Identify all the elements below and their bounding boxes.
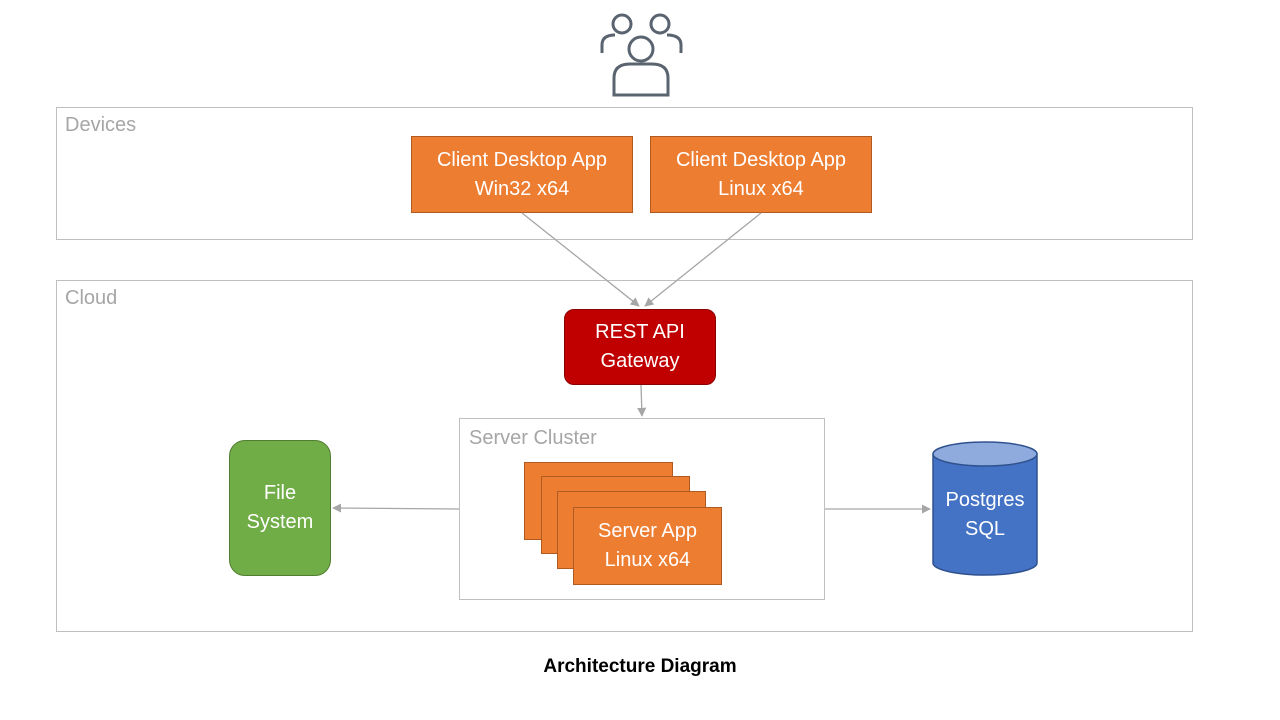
client-linux-label: Client Desktop App Linux x64 (675, 148, 847, 200)
client-win-label: Client Desktop App Win32 x64 (436, 148, 608, 200)
file-system[interactable]: File System (229, 440, 331, 576)
server-cluster-label: Server Cluster (469, 427, 597, 449)
client-desktop-app-linux[interactable]: Client Desktop App Linux x64 (650, 136, 872, 213)
postgres-sql[interactable]: Postgres SQL (933, 470, 1037, 560)
diagram-caption: Architecture Diagram (543, 656, 737, 677)
devices-group-label: Devices (65, 114, 137, 136)
gateway-label: REST API Gateway (595, 321, 685, 372)
client-desktop-app-win32[interactable]: Client Desktop App Win32 x64 (411, 136, 633, 213)
server-app[interactable]: Server App Linux x64 (573, 507, 722, 585)
cloud-group-label: Cloud (65, 287, 118, 309)
postgres-label: Postgres SQL (945, 489, 1025, 540)
server-app-label: Server App Linux x64 (598, 520, 697, 571)
file-system-label: File System (246, 482, 314, 533)
rest-api-gateway[interactable]: REST API Gateway (564, 309, 716, 385)
